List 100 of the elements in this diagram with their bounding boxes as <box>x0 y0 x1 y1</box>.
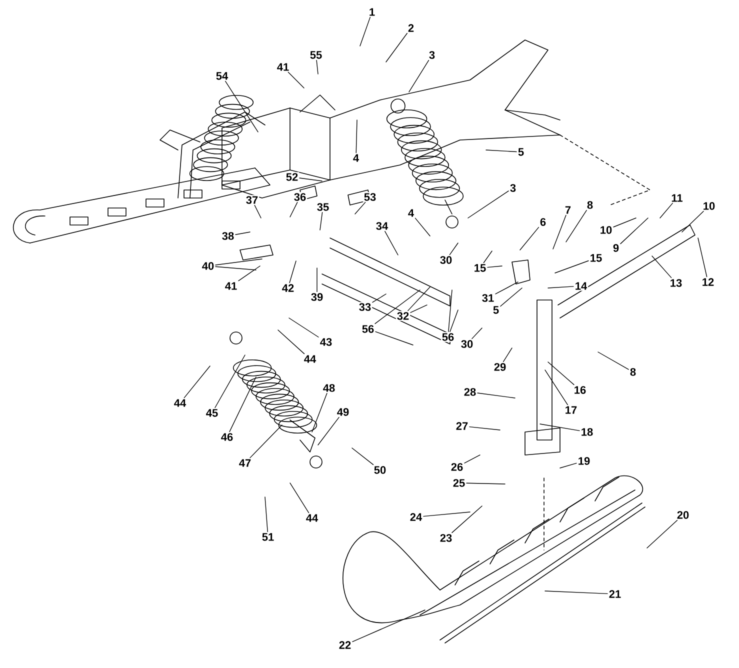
callout-number: 8 <box>586 200 594 210</box>
callout-number: 50 <box>372 465 388 475</box>
leader-line <box>384 230 398 256</box>
leader-line <box>288 318 319 338</box>
callout-number: 35 <box>316 202 330 212</box>
leader-line <box>449 242 458 256</box>
callout-number: 1 <box>368 7 376 17</box>
leader-line <box>495 282 518 294</box>
leader-line <box>250 424 282 458</box>
callout-number: 55 <box>308 50 324 60</box>
callout-number: 30 <box>460 339 474 349</box>
callout-number: 29 <box>492 362 508 372</box>
callout-number: 9 <box>612 243 620 253</box>
callout-number: 3 <box>428 50 436 60</box>
callout-number: 42 <box>280 283 296 293</box>
leader-line <box>468 190 509 218</box>
leader-line <box>598 352 629 370</box>
leader-line <box>698 238 708 278</box>
callout-number: 49 <box>336 407 350 417</box>
callout-number: 7 <box>564 205 572 215</box>
leader-line <box>520 226 539 250</box>
leader-line <box>660 202 673 218</box>
leader-line <box>423 512 470 517</box>
leader-line <box>229 376 256 432</box>
callout-number: 16 <box>572 385 588 395</box>
leader-line <box>483 250 492 264</box>
callout-number: 47 <box>238 458 252 468</box>
callout-number: 44 <box>172 398 188 408</box>
callout-number: 4 <box>406 208 416 218</box>
leader-line <box>354 202 366 214</box>
callout-number: 10 <box>598 225 614 235</box>
callout-number: 37 <box>244 195 260 205</box>
callout-number: 34 <box>374 221 390 231</box>
callout-number: 28 <box>462 387 478 397</box>
leader-line <box>503 348 512 362</box>
leader-line <box>548 286 574 288</box>
callout-number: 48 <box>322 383 336 393</box>
leader-line <box>560 462 577 468</box>
callout-number: 15 <box>472 263 488 273</box>
callout-number: 30 <box>438 255 454 265</box>
leader-line <box>215 266 256 270</box>
leader-line <box>646 520 678 548</box>
leader-line <box>290 482 310 514</box>
callout-number: 45 <box>204 408 220 418</box>
leader-line <box>544 370 568 406</box>
leader-line <box>554 260 589 274</box>
callout-number: 13 <box>668 278 684 288</box>
callout-number: 21 <box>608 589 622 599</box>
callout-number: 22 <box>338 640 352 650</box>
callout-number: 51 <box>260 532 276 542</box>
leader-line <box>682 210 704 232</box>
callout-number: 44 <box>304 513 320 523</box>
callout-number: 14 <box>574 281 588 291</box>
leader-line <box>375 331 414 346</box>
callout-number: 10 <box>702 201 716 211</box>
leader-line <box>464 454 480 464</box>
callout-number: 36 <box>292 192 308 202</box>
callout-number: 11 <box>670 193 684 203</box>
leader-line <box>620 218 648 244</box>
callout-number: 41 <box>224 281 238 291</box>
callout-number: 43 <box>318 337 334 347</box>
callout-number: 32 <box>396 311 410 321</box>
leader-line <box>566 210 587 242</box>
leader-line <box>352 448 374 466</box>
callout-number: 38 <box>220 231 236 241</box>
leader-line <box>613 218 636 228</box>
leader-line <box>500 288 522 307</box>
leader-line <box>408 286 430 312</box>
callout-number: 17 <box>564 405 578 415</box>
callout-number: 27 <box>454 421 470 431</box>
leader-line <box>214 354 246 408</box>
callout-number: 39 <box>310 292 324 302</box>
callout-number: 24 <box>408 512 424 522</box>
callout-number: 56 <box>440 332 456 342</box>
leader-line <box>544 590 608 594</box>
callout-number: 20 <box>676 510 690 520</box>
leader-line <box>316 268 318 292</box>
leader-line <box>264 496 268 532</box>
callout-number: 56 <box>360 324 376 334</box>
callout-number: 6 <box>538 217 548 227</box>
callout-number: 8 <box>628 367 638 377</box>
leader-line <box>372 294 386 303</box>
leader-line <box>225 80 258 132</box>
callout-number: 5 <box>492 305 500 315</box>
leader-line <box>289 260 296 284</box>
leader-line <box>290 202 298 218</box>
leader-line <box>215 258 262 266</box>
leader-line <box>374 290 420 324</box>
leader-line <box>318 416 340 446</box>
leader-line <box>466 482 506 484</box>
callout-number: 3 <box>508 183 518 193</box>
leader-line <box>414 218 430 236</box>
leader-line <box>548 362 574 386</box>
leader-line <box>452 506 482 534</box>
callout-number: 25 <box>452 478 466 488</box>
leader-line <box>299 178 322 182</box>
callout-number: 4 <box>352 153 360 163</box>
leader-line <box>410 304 428 313</box>
leader-line <box>184 366 210 398</box>
leader-line <box>487 266 502 268</box>
